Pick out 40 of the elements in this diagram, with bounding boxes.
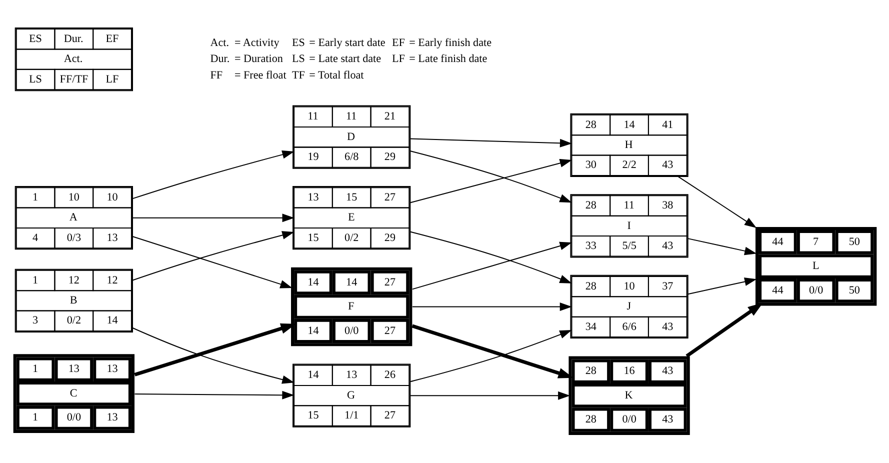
arrow	[678, 176, 756, 228]
label: Act.	[210, 37, 229, 50]
arrow	[687, 278, 756, 295]
arrow	[410, 158, 572, 204]
node-box: 28 16 43 K 28 0/0 43	[568, 356, 690, 435]
label: = Early start date	[308, 37, 385, 50]
label: = Late finish date	[408, 53, 487, 66]
arrow	[410, 150, 572, 203]
label: = Total float	[308, 69, 364, 82]
arrow	[132, 231, 294, 281]
arrow	[132, 236, 292, 288]
label: Dur.	[210, 53, 230, 66]
label: = Duration	[234, 53, 282, 66]
arrow	[134, 323, 296, 376]
arrow	[687, 238, 756, 256]
label: = Early finish date	[408, 37, 492, 50]
arrow	[132, 150, 294, 200]
arrow	[411, 324, 573, 378]
label: LS	[292, 53, 304, 66]
label: = Free float	[234, 69, 286, 82]
arrow	[410, 138, 572, 148]
label: TF	[292, 69, 304, 82]
label: ES	[292, 37, 304, 50]
label: = Activity	[234, 37, 279, 50]
node-box: 14 14 27 F 14 0/0 27	[290, 267, 412, 346]
arrow	[410, 330, 572, 382]
arrow	[685, 302, 763, 358]
node-box: 1 13 13 C 1 0/0 13	[12, 354, 134, 433]
arrow	[134, 390, 294, 400]
arrow	[412, 302, 572, 311]
label: = Late start date	[308, 53, 381, 66]
arrow	[410, 231, 572, 284]
arrow	[132, 327, 294, 384]
arrow	[412, 242, 572, 290]
label: FF	[210, 69, 222, 82]
label: EF	[391, 37, 404, 50]
label: LF	[391, 53, 404, 66]
arrow	[410, 391, 570, 400]
node-box: 44 7 50 L 44 0/0 50	[755, 226, 876, 306]
arrow	[132, 214, 294, 222]
